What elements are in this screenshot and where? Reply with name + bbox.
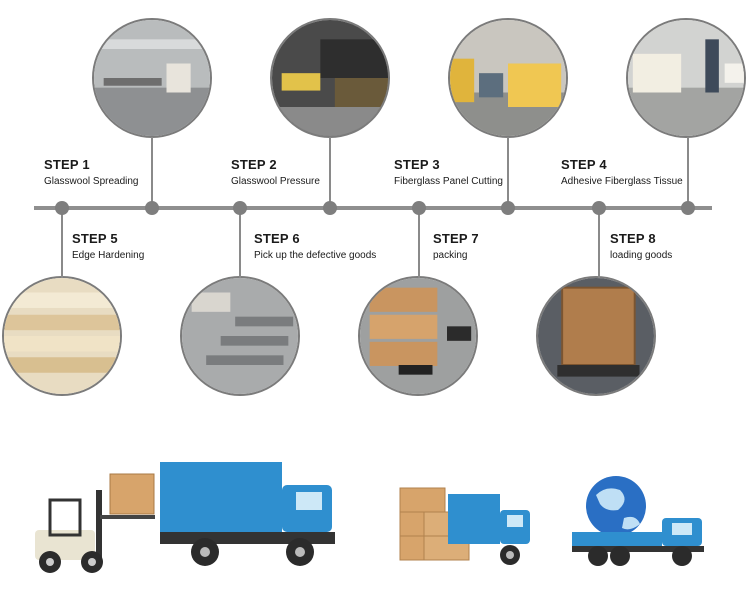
timeline-dot-step4: [681, 201, 695, 215]
step4-photo: [626, 18, 746, 138]
step8-stem: [598, 208, 600, 278]
step6-number: STEP 6: [254, 231, 300, 246]
globe-truck-icon: [572, 476, 704, 566]
big-truck-icon: [160, 462, 335, 566]
step2-number: STEP 2: [231, 157, 277, 172]
step8-label: STEP 8 loading goods: [610, 231, 672, 261]
step8-name: loading goods: [610, 250, 673, 261]
step6-name: Pick up the defective goods: [254, 250, 377, 261]
step7-photo: [358, 276, 478, 396]
step2-photo: [270, 18, 390, 138]
step4-label: STEP 4 Adhesive Fiberglass Tissue: [561, 157, 683, 187]
timeline-dot-step7: [412, 201, 426, 215]
vehicles-illustration: [35, 462, 704, 573]
timeline-line: [34, 206, 712, 210]
step7-number: STEP 7: [433, 231, 479, 246]
step6-photo: [180, 276, 300, 396]
step3-name: Fiberglass Panel Cutting: [394, 176, 503, 187]
step6-label: STEP 6 Pick up the defective goods: [254, 231, 376, 261]
timeline-dot-step6: [233, 201, 247, 215]
step8-photo: [536, 276, 656, 396]
timeline-dot-step3: [501, 201, 515, 215]
step7-stem: [418, 208, 420, 278]
step1-number: STEP 1: [44, 157, 90, 172]
step3-label: STEP 3 Fiberglass Panel Cutting: [394, 157, 503, 187]
step8-number: STEP 8: [610, 231, 656, 246]
step5-label: STEP 5 Edge Hardening: [72, 231, 144, 261]
step4-name: Adhesive Fiberglass Tissue: [561, 176, 683, 187]
step5-stem: [61, 208, 63, 278]
step1-photo: [92, 18, 212, 138]
forklift-truck-icon: [35, 473, 155, 573]
step7-label: STEP 7 packing: [433, 231, 479, 261]
timeline-dot-step1: [145, 201, 159, 215]
step5-number: STEP 5: [72, 231, 118, 246]
timeline-dot-step5: [55, 201, 69, 215]
step1-stem: [151, 137, 153, 207]
boxes-truck-icon: [399, 487, 530, 565]
timeline-dot-step8: [592, 201, 606, 215]
step4-number: STEP 4: [561, 157, 607, 172]
timeline-dot-step2: [323, 201, 337, 215]
step7-name: packing: [433, 250, 468, 261]
step6-stem: [239, 208, 241, 278]
step1-label: STEP 1 Glasswool Spreading: [44, 157, 139, 187]
step3-stem: [507, 137, 509, 207]
step4-stem: [687, 137, 689, 207]
step1-name: Glasswool Spreading: [44, 176, 139, 187]
step2-label: STEP 2 Glasswool Pressure: [231, 157, 320, 187]
step3-number: STEP 3: [394, 157, 440, 172]
step5-name: Edge Hardening: [72, 250, 145, 261]
step2-stem: [329, 137, 331, 207]
step5-photo: [2, 276, 122, 396]
step3-photo: [448, 18, 568, 138]
step2-name: Glasswool Pressure: [231, 176, 320, 187]
